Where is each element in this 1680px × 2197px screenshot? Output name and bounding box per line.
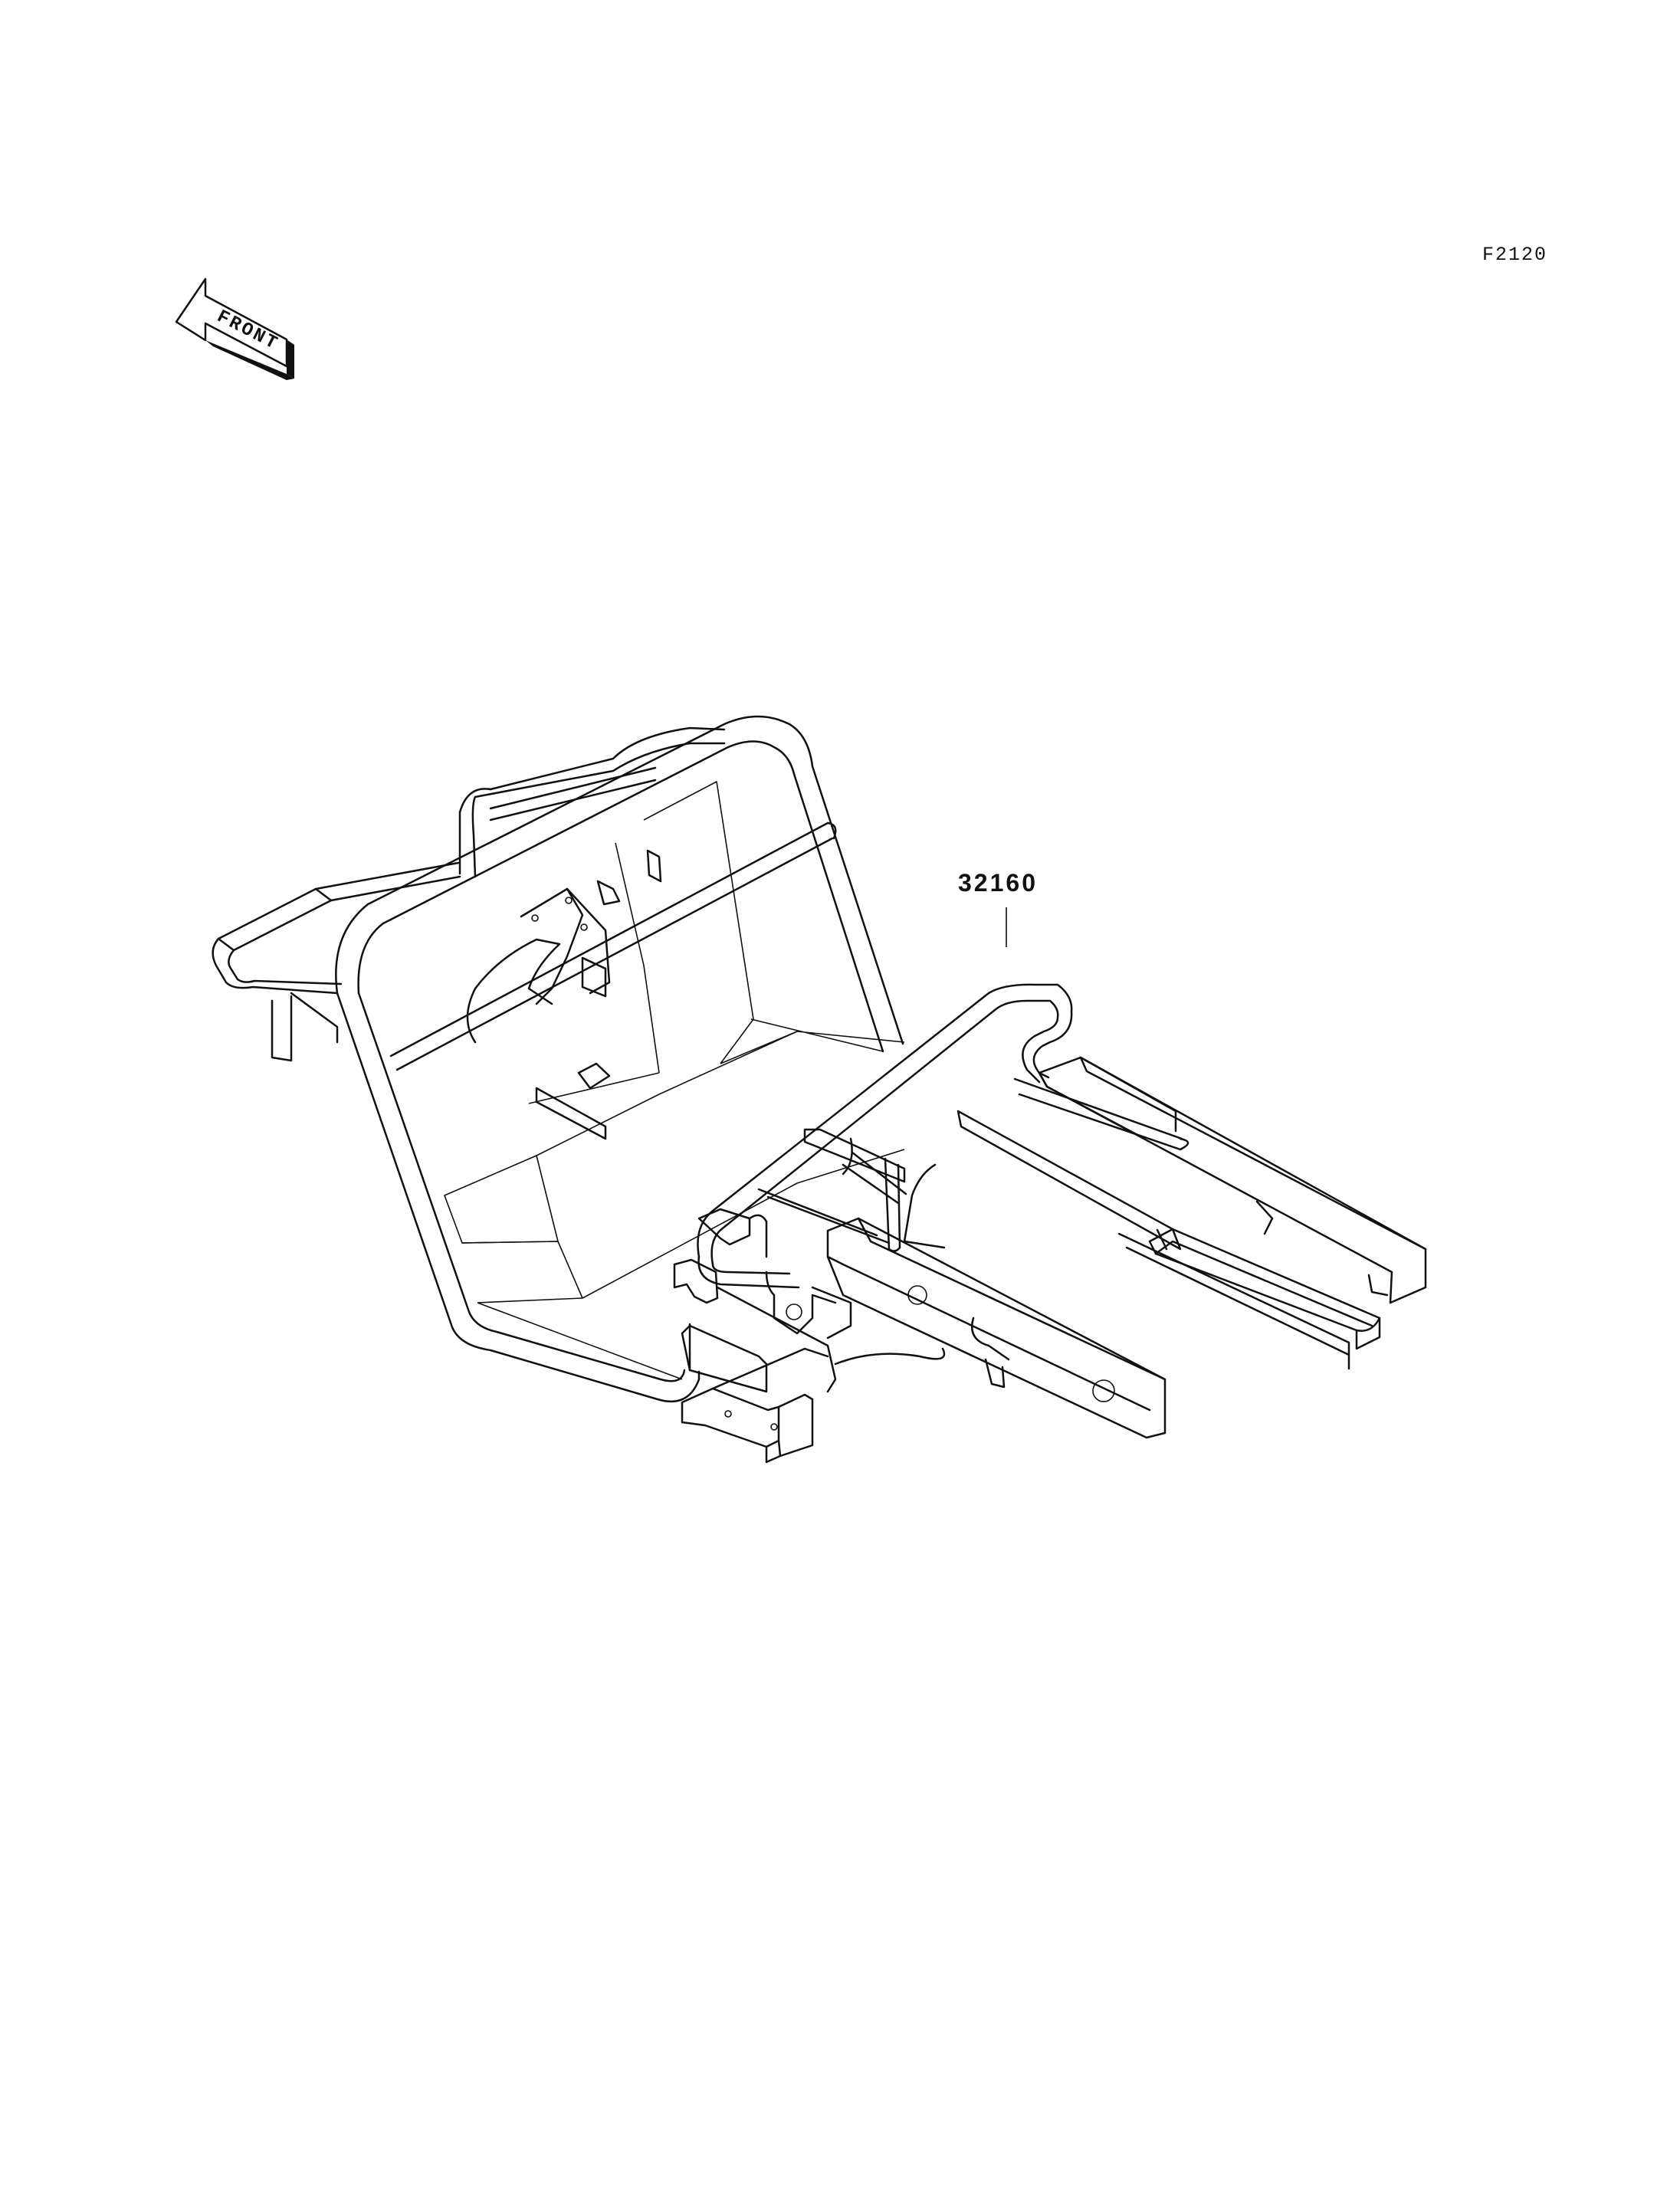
front-direction-arrow-icon: FRONT: [175, 277, 294, 380]
vehicle-frame-drawing: [212, 715, 1427, 1464]
part-number-label: 32160: [958, 869, 1038, 897]
figure-code: F2120: [1482, 244, 1548, 266]
